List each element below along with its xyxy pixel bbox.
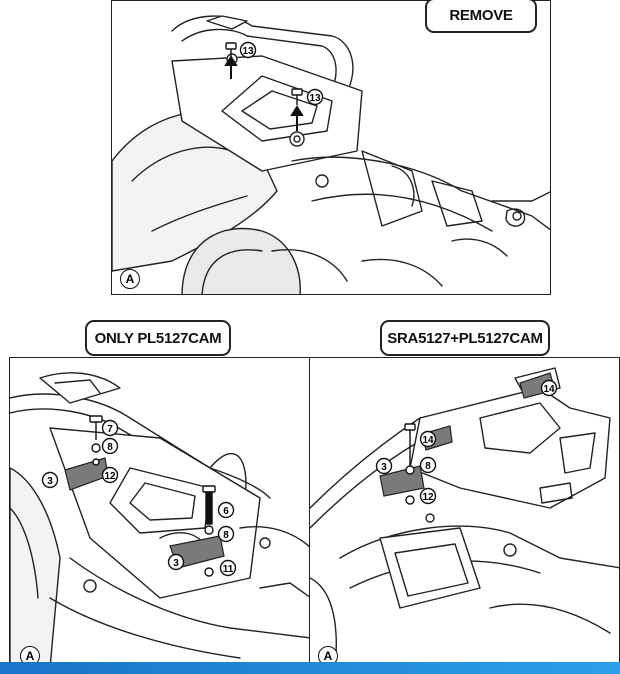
right-illustration-panel: 14 14 3 8 12 A bbox=[309, 357, 620, 667]
svg-text:13: 13 bbox=[242, 46, 254, 57]
callout-3-b: 3 bbox=[167, 553, 185, 571]
callout-3: 3 bbox=[375, 457, 393, 475]
svg-text:7: 7 bbox=[107, 424, 113, 435]
callout-8: 8 bbox=[419, 456, 437, 474]
svg-text:11: 11 bbox=[223, 564, 234, 575]
callout-12: 12 bbox=[419, 487, 437, 505]
top-illustration-panel: 13 13 A bbox=[111, 0, 551, 295]
corner-label-a: A bbox=[120, 269, 140, 289]
svg-text:3: 3 bbox=[47, 476, 53, 487]
right-rack-illustration: 14 14 3 8 12 bbox=[310, 367, 619, 666]
sra5127-pl5127cam-badge: SRA5127+PL5127CAM bbox=[380, 320, 550, 356]
callout-11: 11 bbox=[219, 559, 237, 577]
left-illustration-panel: 7 8 12 3 6 8 3 bbox=[9, 357, 310, 667]
only-pl5127cam-badge: ONLY PL5127CAM bbox=[85, 320, 231, 356]
callout-12: 12 bbox=[101, 466, 119, 484]
top-rack-illustration: 13 13 bbox=[112, 15, 550, 294]
callout-3-a: 3 bbox=[41, 471, 59, 489]
svg-text:8: 8 bbox=[425, 461, 431, 472]
svg-text:14: 14 bbox=[422, 435, 434, 446]
left-rack-illustration: 7 8 12 3 6 8 3 bbox=[10, 372, 309, 666]
svg-text:6: 6 bbox=[223, 506, 229, 517]
callout-13-a: 13 bbox=[239, 41, 257, 59]
svg-text:12: 12 bbox=[104, 471, 116, 482]
svg-text:12: 12 bbox=[422, 492, 434, 503]
svg-text:8: 8 bbox=[223, 530, 229, 541]
svg-text:8: 8 bbox=[107, 442, 113, 453]
svg-text:3: 3 bbox=[173, 558, 179, 569]
svg-text:13: 13 bbox=[309, 93, 321, 104]
callout-8-b: 8 bbox=[217, 525, 235, 543]
svg-text:14: 14 bbox=[543, 384, 555, 395]
callout-6: 6 bbox=[217, 501, 235, 519]
callout-8-a: 8 bbox=[101, 437, 119, 455]
svg-text:3: 3 bbox=[381, 462, 387, 473]
callout-14-a: 14 bbox=[540, 379, 558, 397]
remove-badge: REMOVE bbox=[425, 0, 537, 33]
footer-bar bbox=[0, 662, 620, 674]
callout-14-b: 14 bbox=[419, 430, 437, 448]
callout-7: 7 bbox=[101, 419, 119, 437]
callout-13-b: 13 bbox=[306, 88, 324, 106]
